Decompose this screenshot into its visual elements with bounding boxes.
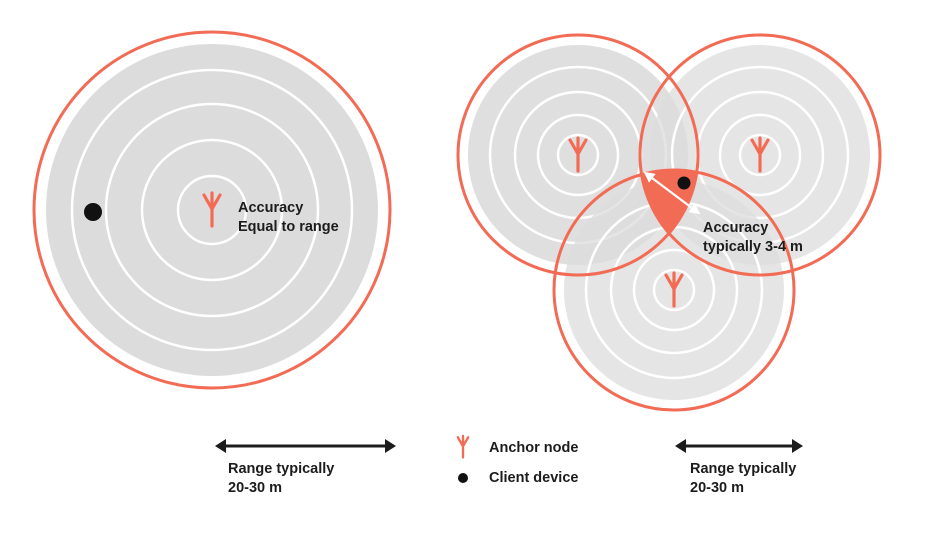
range-right-line1: Range typically: [690, 461, 796, 477]
legend-anchor: Anchor node: [456, 434, 578, 459]
left-client-dot-icon: [84, 203, 102, 221]
legend-antenna-icon: [456, 434, 470, 459]
accuracy-arrow: [643, 171, 701, 215]
trilateration-diagram: Accuracy typically 3-4 m: [456, 33, 882, 412]
legend-anchor-label: Anchor node: [489, 440, 578, 456]
left-accuracy-label-line2: Equal to range: [238, 219, 339, 235]
range-right-line2: 20-30 m: [690, 480, 744, 496]
legend-client: Client device: [458, 470, 578, 486]
range-indicator-left: Range typically 20-30 m: [215, 439, 396, 496]
left-range-diagram: Accuracy Equal to range: [32, 30, 392, 390]
anchor-c-range-outline: [552, 168, 796, 412]
range-left-line2: 20-30 m: [228, 480, 282, 496]
left-accuracy-label-line1: Accuracy: [238, 200, 303, 216]
range-indicator-right: Range typically 20-30 m: [675, 439, 803, 496]
legend-client-label: Client device: [489, 470, 578, 486]
right-client-dot-icon: [677, 176, 691, 190]
anchor-b-range-outline: [638, 33, 882, 277]
right-accuracy-label-line2: typically 3-4 m: [703, 239, 803, 255]
right-accuracy-label-line1: Accuracy: [703, 220, 768, 236]
range-left-line1: Range typically: [228, 461, 334, 477]
legend: Anchor node Client device: [456, 434, 578, 486]
legend-dot-icon: [458, 473, 468, 483]
anchor-a-range-outline: [456, 33, 700, 277]
